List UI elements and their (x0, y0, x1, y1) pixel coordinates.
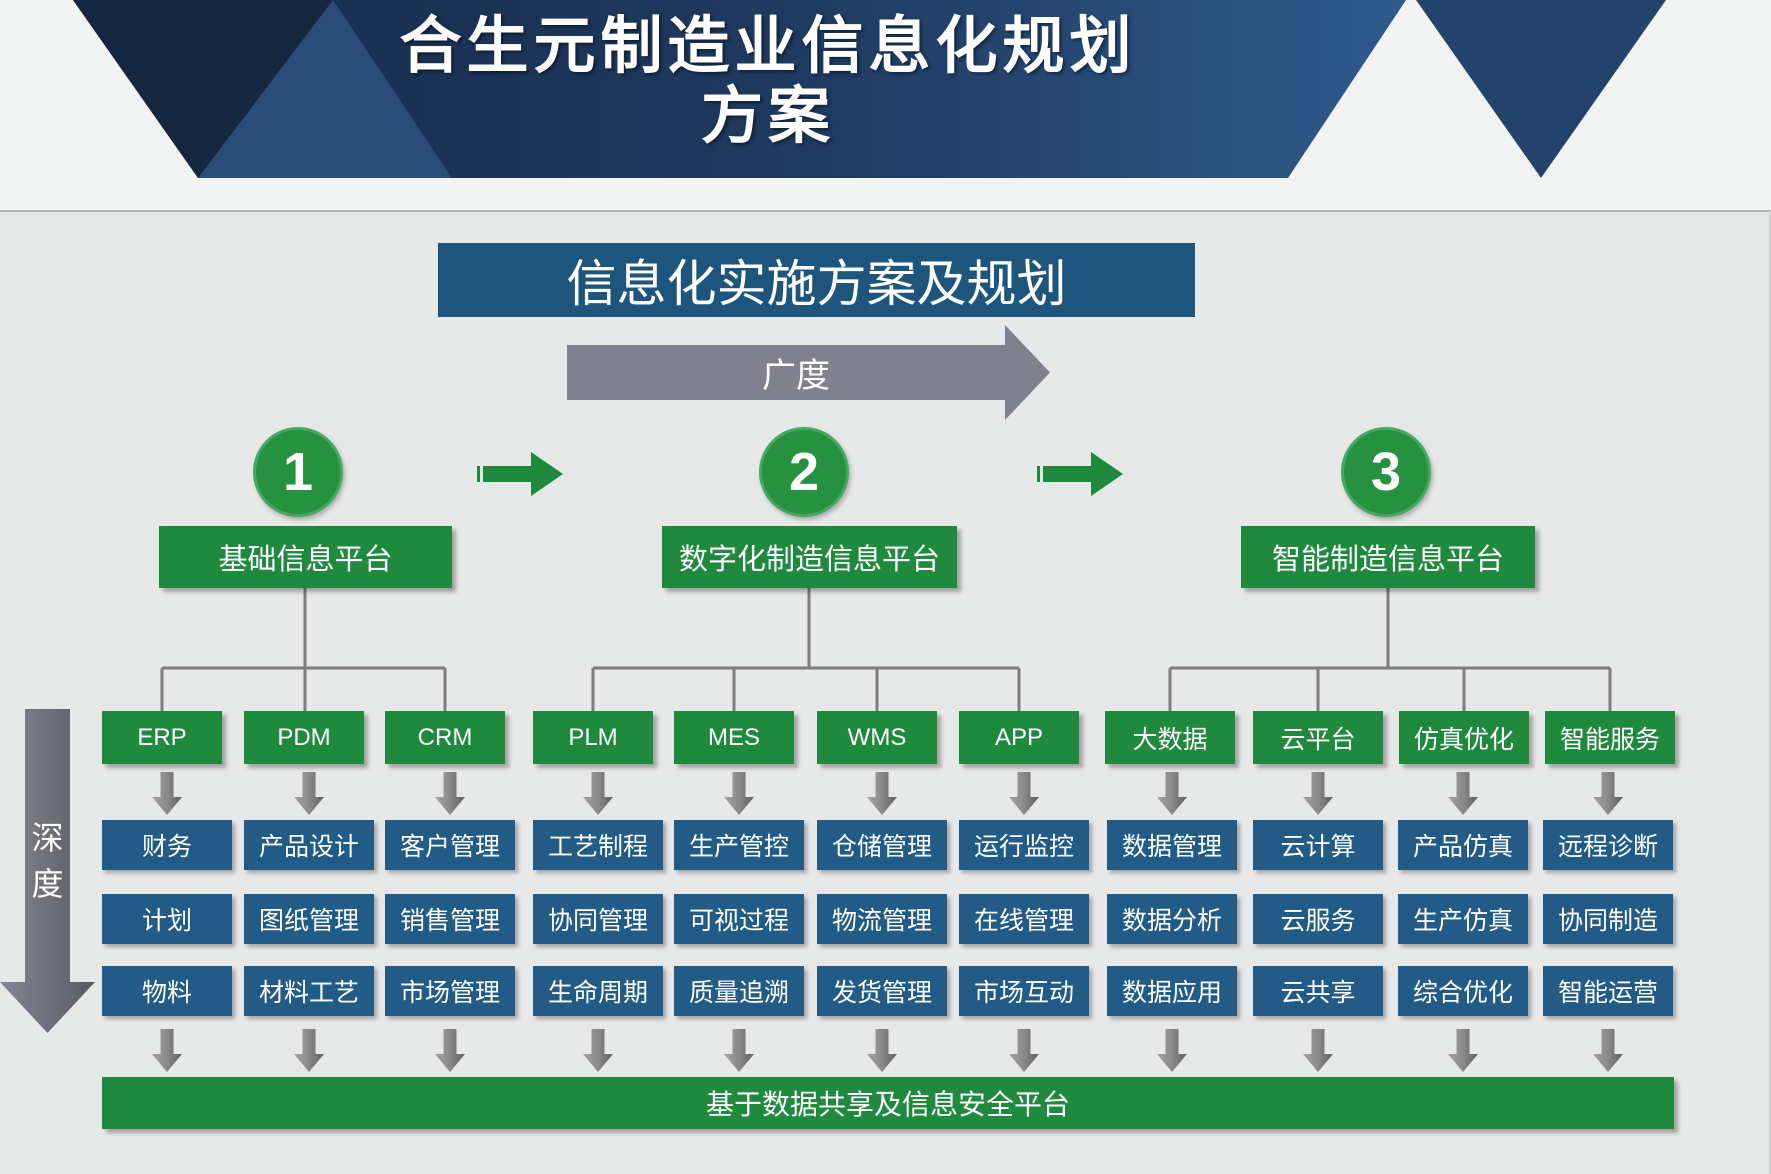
function-box: 产品设计 (244, 820, 374, 870)
function-box: 仓储管理 (817, 820, 947, 870)
function-box: 云计算 (1253, 820, 1383, 870)
function-box: 云共享 (1253, 966, 1383, 1016)
down-arrow (1157, 1029, 1187, 1072)
down-arrow (1593, 1029, 1623, 1072)
module-app: APP (959, 711, 1079, 764)
module-plm: PLM (533, 711, 653, 764)
function-box: 图纸管理 (244, 894, 374, 944)
function-box: 数据应用 (1107, 966, 1237, 1016)
function-box: 云服务 (1253, 894, 1383, 944)
header-left-facet (198, 0, 452, 178)
foundation-platform: 基于数据共享及信息安全平台 (102, 1077, 1674, 1129)
function-box: 发货管理 (817, 966, 947, 1016)
down-arrow (867, 772, 897, 815)
module-pdm: PDM (244, 711, 364, 764)
function-box: 协同制造 (1543, 894, 1673, 944)
slide-title-line-1: 合生元制造业信息化规划 (399, 9, 1137, 82)
diagram-title: 信息化实施方案及规划 (438, 243, 1195, 317)
function-box: 产品仿真 (1398, 820, 1528, 870)
down-arrow (724, 1029, 754, 1072)
stage-number-2: 2 (759, 427, 849, 517)
function-box: 生产仿真 (1398, 894, 1528, 944)
down-arrow (867, 1029, 897, 1072)
function-box: 远程诊断 (1543, 820, 1673, 870)
module-erp: ERP (102, 711, 222, 764)
function-box: 工艺制程 (533, 820, 663, 870)
function-box: 数据分析 (1107, 894, 1237, 944)
down-arrow (152, 772, 182, 815)
down-arrow (724, 772, 754, 815)
function-box: 市场管理 (385, 966, 515, 1016)
module-mes: MES (674, 711, 794, 764)
function-box: 数据管理 (1107, 820, 1237, 870)
down-arrow (583, 772, 613, 815)
breadth-arrow (567, 325, 1050, 420)
function-box: 市场互动 (959, 966, 1089, 1016)
down-arrow (1303, 772, 1333, 815)
function-box: 可视过程 (674, 894, 804, 944)
down-arrow (1593, 772, 1623, 815)
down-arrow (1009, 1029, 1039, 1072)
breadth-label: 广度 (762, 356, 830, 396)
module-smart-service: 智能服务 (1545, 711, 1675, 764)
function-box: 综合优化 (1398, 966, 1528, 1016)
function-box: 生产管控 (674, 820, 804, 870)
stage-number-3: 3 (1341, 427, 1431, 517)
down-arrow (1009, 772, 1039, 815)
function-box: 销售管理 (385, 894, 515, 944)
stage-number-1: 1 (253, 427, 343, 517)
module-wms: WMS (817, 711, 937, 764)
module-crm: CRM (385, 711, 505, 764)
depth-arrow (0, 709, 95, 1033)
stage-arrow-2-to-3 (1037, 452, 1123, 496)
down-arrow (1448, 1029, 1478, 1072)
function-box: 财务 (102, 820, 232, 870)
function-box: 运行监控 (959, 820, 1089, 870)
slide-title-line-2: 方案 (700, 79, 835, 152)
down-arrow (1157, 772, 1187, 815)
down-arrow (583, 1029, 613, 1072)
down-arrow (1303, 1029, 1333, 1072)
module-cloud-platform: 云平台 (1253, 711, 1383, 764)
platform-digital-manufacturing: 数字化制造信息平台 (662, 526, 957, 588)
function-box: 物流管理 (817, 894, 947, 944)
down-arrow (435, 1029, 465, 1072)
function-box: 计划 (102, 894, 232, 944)
down-arrow (294, 772, 324, 815)
function-box: 材料工艺 (244, 966, 374, 1016)
down-arrow (435, 772, 465, 815)
down-arrow (152, 1029, 182, 1072)
module-simulation-optimization: 仿真优化 (1399, 711, 1529, 764)
function-box: 生命周期 (533, 966, 663, 1016)
function-box: 质量追溯 (674, 966, 804, 1016)
down-arrow (1448, 772, 1478, 815)
function-box: 物料 (102, 966, 232, 1016)
down-arrow (294, 1029, 324, 1072)
module-big-data: 大数据 (1105, 711, 1235, 764)
depth-label: 深度 (31, 819, 64, 903)
function-box: 客户管理 (385, 820, 515, 870)
stage-arrow-1-to-2 (477, 452, 563, 496)
platform-basic: 基础信息平台 (159, 526, 452, 588)
function-box: 在线管理 (959, 894, 1089, 944)
platform-smart-manufacturing: 智能制造信息平台 (1241, 526, 1535, 588)
header-left-shade (73, 0, 333, 178)
function-box: 协同管理 (533, 894, 663, 944)
function-box: 智能运营 (1543, 966, 1673, 1016)
header-right-triangle (1416, 0, 1666, 178)
